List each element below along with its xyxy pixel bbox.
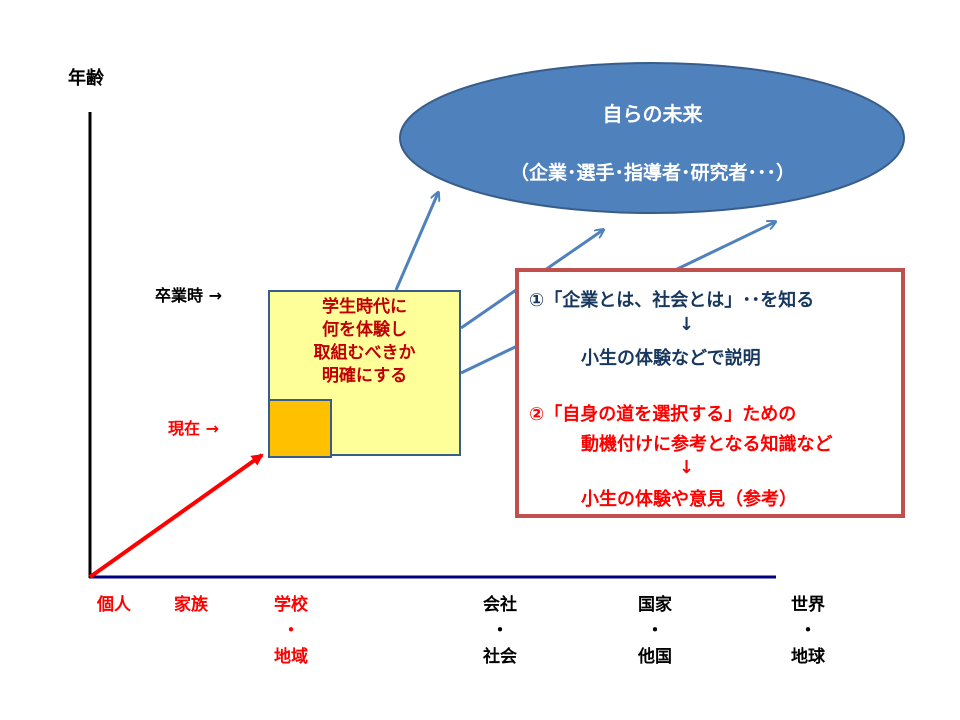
x-category-individual: 個人 [97,595,131,615]
info-line-1: ①「企業とは、社会とは」･･を知る [529,290,815,311]
x-category-company: 会社・社会 [483,595,517,667]
info-line-4: 動機付けに参考となる知識など [581,434,833,455]
info-arrow-1: ↓ [679,314,695,335]
future-title: 自らの未来 [602,102,703,126]
future-subtitle: （企業･選手･指導者･研究者･･･） [509,162,795,184]
student-line: 取組むべきか [313,343,416,363]
student-box-text: 学生時代に 何を体験し 取組むべきか 明確にする [270,296,459,388]
arrow-box-to-future [394,193,438,291]
graduation-marker: 卒業時 → [155,286,222,305]
x-category-school: 学校・地域 [274,595,308,667]
present-box [268,399,332,458]
student-line: 学生時代に [322,297,407,317]
info-box: ①「企業とは、社会とは」･･を知る ↓ 小生の体験などで説明 ②「自身の道を選択… [515,268,905,518]
info-line-5: 小生の体験や意見（参考） [581,489,797,510]
student-period-box: 学生時代に 何を体験し 取組むべきか 明確にする [268,290,461,458]
present-marker: 現在 → [168,419,219,438]
student-line: 明確にする [321,366,408,386]
student-line: 何を体験し [322,320,407,340]
x-category-family: 家族 [174,595,208,615]
info-line-3: ②「自身の道を選択する」ための [529,404,797,425]
arrow-origin-to-present [88,453,264,579]
future-ellipse [399,62,905,214]
y-axis-title: 年齢 [68,68,104,89]
info-arrow-2: ↓ [679,457,695,478]
x-category-nation: 国家・他国 [638,595,672,667]
info-line-2: 小生の体験などで説明 [581,348,761,369]
x-category-world: 世界・地球 [791,595,825,667]
